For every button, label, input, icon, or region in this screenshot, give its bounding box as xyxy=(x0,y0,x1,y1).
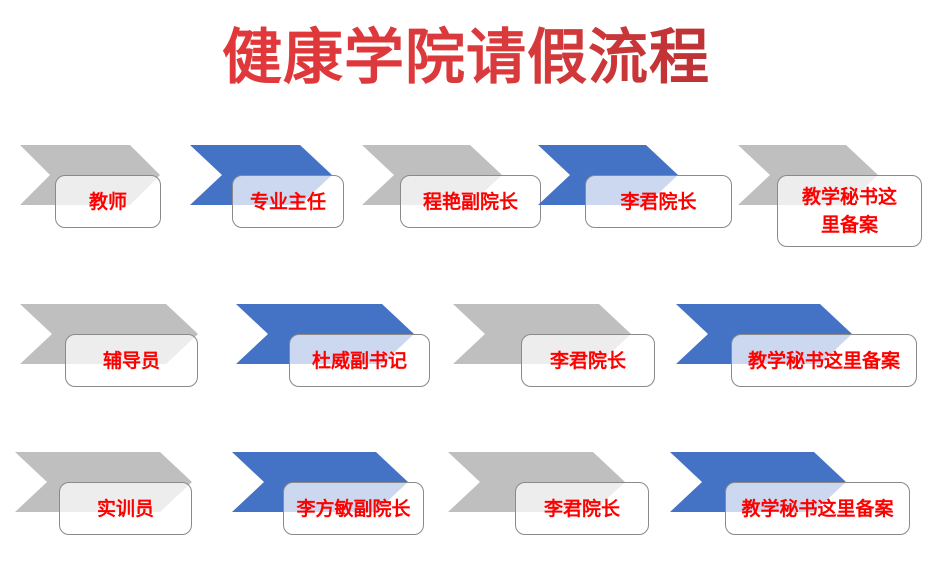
step-label: 教学秘书这里备案 xyxy=(741,497,894,520)
step-box: 实训员 xyxy=(59,482,192,535)
step-box: 教学秘书这里备案 xyxy=(725,482,910,535)
step-box: 教学秘书这里备案 xyxy=(731,334,917,387)
step-box: 李方敏副院长 xyxy=(283,482,424,535)
step-box: 李君院长 xyxy=(585,175,732,228)
step-label: 专业主任 xyxy=(249,190,326,213)
step-box: 辅导员 xyxy=(65,334,198,387)
step-box: 教学秘书这里备案 xyxy=(777,175,922,247)
step-box: 专业主任 xyxy=(232,175,344,228)
step-box: 李君院长 xyxy=(521,334,655,387)
step-label: 教学秘书这里备案 xyxy=(801,186,897,236)
step-label: 李君院长 xyxy=(543,497,620,520)
step-label: 教学秘书这里备案 xyxy=(747,349,900,372)
step-box: 程艳副院长 xyxy=(400,175,541,228)
page-title: 健康学院请假流程 xyxy=(0,18,932,98)
step-label: 李方敏副院长 xyxy=(296,497,411,520)
step-label: 程艳副院长 xyxy=(422,190,518,213)
step-label: 李君院长 xyxy=(549,349,626,372)
step-label: 教师 xyxy=(88,190,127,213)
step-label: 杜威副书记 xyxy=(311,349,407,372)
step-box: 教师 xyxy=(55,175,161,228)
step-label: 辅导员 xyxy=(102,349,160,372)
step-label: 实训员 xyxy=(96,497,154,520)
step-box: 李君院长 xyxy=(515,482,649,535)
step-label: 李君院长 xyxy=(620,190,697,213)
step-box: 杜威副书记 xyxy=(289,334,430,387)
